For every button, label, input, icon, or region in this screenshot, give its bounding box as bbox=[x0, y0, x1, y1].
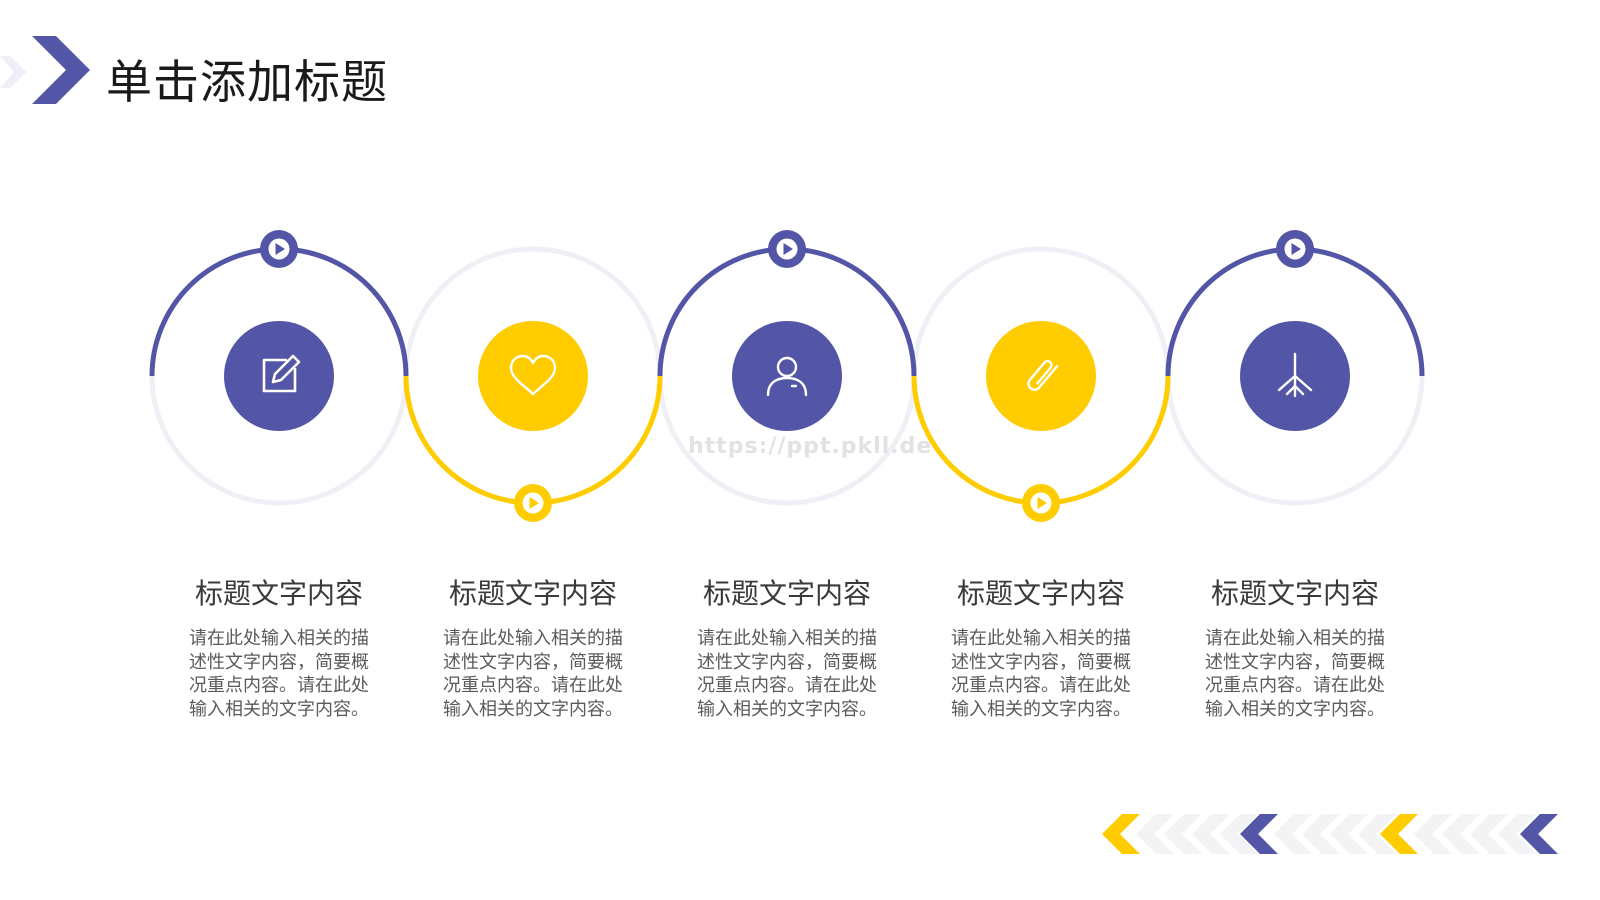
chevron-left-icon bbox=[1192, 814, 1230, 854]
chevron-left-icon bbox=[1442, 814, 1480, 854]
play-icon bbox=[1037, 497, 1047, 509]
chevron-left-icon bbox=[1102, 814, 1140, 854]
watermark: https://ppt.pkll.de bbox=[688, 434, 933, 459]
item-title-2: 标题文字内容 bbox=[448, 577, 617, 610]
chevron-left-icon bbox=[1414, 814, 1452, 854]
chevron-left-icon bbox=[1358, 814, 1396, 854]
icon-circle bbox=[224, 321, 334, 431]
chevron-left-icon bbox=[1498, 814, 1536, 854]
chevron-left-icon bbox=[1240, 814, 1278, 854]
edit-icon bbox=[262, 354, 301, 393]
paperclip-icon bbox=[1027, 359, 1059, 391]
item-desc-3: 请在此处输入相关的描述性文字内容，简要概况重点内容。请在此处输入相关的文字内容。 bbox=[697, 628, 877, 720]
header-chevron-icon bbox=[0, 36, 90, 104]
chevron-left-icon bbox=[1380, 814, 1418, 854]
icon-circle bbox=[478, 321, 588, 431]
page-title: 单击添加标题 bbox=[106, 55, 388, 109]
item-title-5: 标题文字内容 bbox=[1210, 577, 1379, 610]
chevron-left-icon bbox=[1302, 814, 1340, 854]
item-desc-1: 请在此处输入相关的描述性文字内容，简要概况重点内容。请在此处输入相关的文字内容。 bbox=[189, 628, 369, 720]
icon-circle bbox=[986, 321, 1096, 431]
chevron-left-icon bbox=[1220, 814, 1258, 854]
chevron-left-icon bbox=[1164, 814, 1202, 854]
heart-icon bbox=[509, 354, 557, 396]
chevron-left-icon bbox=[1330, 814, 1368, 854]
item-title-1: 标题文字内容 bbox=[194, 577, 363, 610]
item-title-3: 标题文字内容 bbox=[702, 577, 871, 610]
item-desc-5: 请在此处输入相关的描述性文字内容，简要概况重点内容。请在此处输入相关的文字内容。 bbox=[1205, 628, 1385, 720]
play-icon bbox=[1291, 243, 1301, 255]
item-desc-2: 请在此处输入相关的描述性文字内容，简要概况重点内容。请在此处输入相关的文字内容。 bbox=[443, 628, 623, 720]
play-icon bbox=[275, 243, 285, 255]
chevron-left-icon bbox=[1470, 814, 1508, 854]
chevron-left-icon bbox=[1274, 814, 1312, 854]
item-desc-4: 请在此处输入相关的描述性文字内容，简要概况重点内容。请在此处输入相关的文字内容。 bbox=[951, 628, 1131, 720]
play-icon bbox=[529, 497, 539, 509]
branch-icon bbox=[1277, 352, 1313, 398]
chevron-left-icon bbox=[1136, 814, 1174, 854]
chevron-left-icon bbox=[1520, 814, 1558, 854]
footer-chevrons-decoration bbox=[1102, 814, 1558, 854]
item-title-4: 标题文字内容 bbox=[956, 577, 1125, 610]
user-icon bbox=[766, 356, 808, 397]
play-icon bbox=[783, 243, 793, 255]
